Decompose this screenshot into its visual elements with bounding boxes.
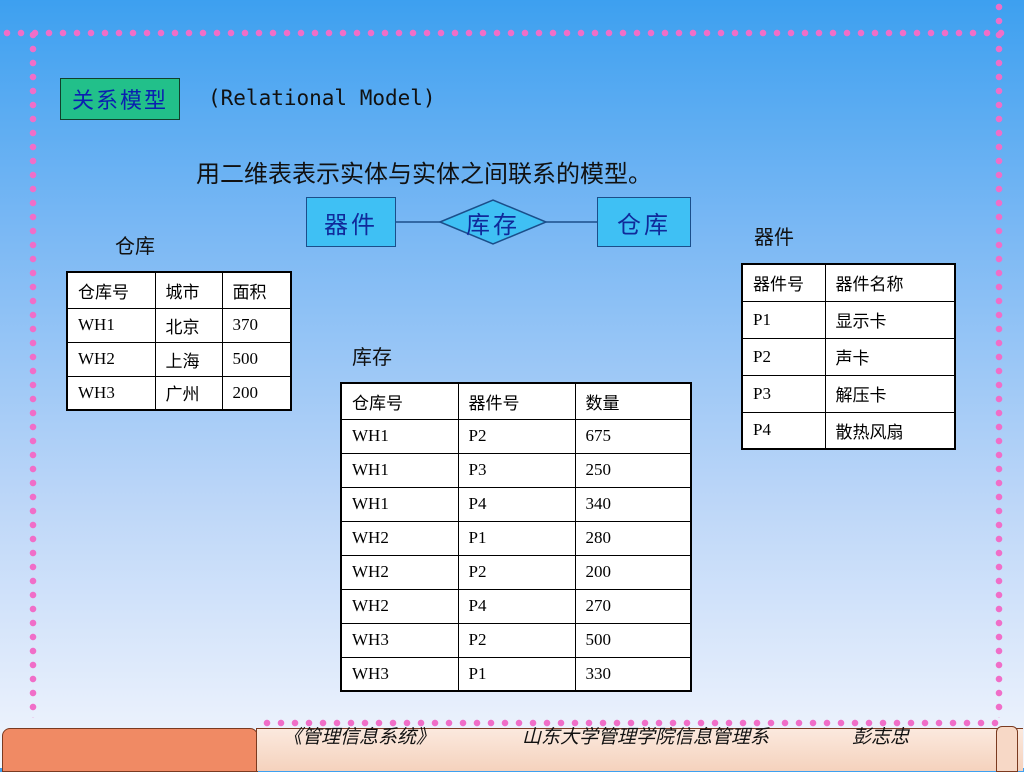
table-row: P4 散热风扇 bbox=[741, 411, 956, 450]
table-row: WH3 P2 500 bbox=[340, 622, 692, 658]
table-cell: P3 bbox=[457, 452, 576, 488]
warehouse-table: 仓库号 城市 面积 WH1 北京 370 WH2 上海 500 WH3 广州 2… bbox=[66, 271, 292, 411]
table-cell: WH1 bbox=[340, 486, 459, 522]
slide-title: 关系模型 bbox=[71, 89, 168, 114]
er-entity-warehouse: 仓库 bbox=[597, 197, 691, 247]
table-cell: P2 bbox=[741, 337, 826, 376]
table-header-cell: 仓库号 bbox=[66, 271, 156, 309]
table-row: P1 显示卡 bbox=[741, 300, 956, 339]
table-cell: WH1 bbox=[66, 307, 156, 343]
table-cell: P1 bbox=[457, 656, 576, 692]
table-row: WH2 上海 500 bbox=[66, 341, 292, 377]
table-row: WH1 P3 250 bbox=[340, 452, 692, 488]
top-dotted-border bbox=[0, 28, 1010, 38]
table-cell: 250 bbox=[574, 452, 692, 488]
er-relationship-label: 库存 bbox=[466, 211, 520, 239]
table-cell: 200 bbox=[574, 554, 692, 590]
table-header-cell: 数量 bbox=[574, 382, 692, 420]
left-dotted-border bbox=[28, 28, 38, 718]
table-header-row: 器件号 器件名称 bbox=[741, 263, 956, 302]
table-cell: 声卡 bbox=[824, 337, 956, 376]
footer-department: 山东大学管理学院信息管理系 bbox=[522, 726, 770, 748]
slide-title-box: 关系模型 bbox=[60, 78, 180, 120]
table-cell: P4 bbox=[457, 588, 576, 624]
table-cell: 解压卡 bbox=[824, 374, 956, 413]
er-relationship-diagram bbox=[395, 199, 599, 245]
table-cell: 500 bbox=[221, 341, 292, 377]
table-cell: P2 bbox=[457, 554, 576, 590]
table-cell: WH3 bbox=[340, 622, 459, 658]
table-row: P2 声卡 bbox=[741, 337, 956, 376]
table-row: WH2 P2 200 bbox=[340, 554, 692, 590]
table-header-cell: 城市 bbox=[154, 271, 223, 309]
table-row: WH3 广州 200 bbox=[66, 375, 292, 411]
er-entity-warehouse-label: 仓库 bbox=[617, 210, 671, 239]
table-header-row: 仓库号 城市 面积 bbox=[66, 271, 292, 309]
table-cell: 广州 bbox=[154, 375, 223, 411]
table-cell: P1 bbox=[457, 520, 576, 556]
footer-tab-left bbox=[2, 728, 258, 772]
table-header-cell: 面积 bbox=[221, 271, 292, 309]
table-cell: P2 bbox=[457, 622, 576, 658]
parts-table: 器件号 器件名称 P1 显示卡 P2 声卡 P3 解压卡 P4 散热风扇 bbox=[741, 263, 956, 450]
table-cell: 270 bbox=[574, 588, 692, 624]
warehouse-table-label: 仓库 bbox=[115, 234, 155, 258]
table-cell: P4 bbox=[457, 486, 576, 522]
inventory-table: 仓库号 器件号 数量 WH1 P2 675 WH1 P3 250 WH1 P4 … bbox=[340, 382, 692, 692]
table-cell: 280 bbox=[574, 520, 692, 556]
table-cell: 上海 bbox=[154, 341, 223, 377]
table-cell: P3 bbox=[741, 374, 826, 413]
table-cell: 北京 bbox=[154, 307, 223, 343]
table-row: WH1 P4 340 bbox=[340, 486, 692, 522]
inventory-table-label: 库存 bbox=[352, 345, 392, 369]
table-row: P3 解压卡 bbox=[741, 374, 956, 413]
table-cell: 675 bbox=[574, 418, 692, 454]
slide-subtitle: 用二维表表示实体与实体之间联系的模型。 bbox=[196, 160, 652, 188]
table-cell: 显示卡 bbox=[824, 300, 956, 339]
table-cell: 330 bbox=[574, 656, 692, 692]
table-cell: 200 bbox=[221, 375, 292, 411]
table-cell: P4 bbox=[741, 411, 826, 450]
table-cell: P1 bbox=[741, 300, 826, 339]
table-cell: P2 bbox=[457, 418, 576, 454]
table-cell: WH2 bbox=[340, 554, 459, 590]
table-cell: 370 bbox=[221, 307, 292, 343]
footer-tab-right bbox=[256, 728, 1023, 771]
table-cell: 500 bbox=[574, 622, 692, 658]
slide-title-english: (Relational Model) bbox=[208, 86, 436, 110]
table-cell: 散热风扇 bbox=[824, 411, 956, 450]
table-row: WH2 P1 280 bbox=[340, 520, 692, 556]
table-cell: WH2 bbox=[66, 341, 156, 377]
table-cell: WH2 bbox=[340, 588, 459, 624]
parts-table-label: 器件 bbox=[754, 225, 794, 249]
table-header-cell: 器件号 bbox=[457, 382, 576, 420]
table-cell: WH1 bbox=[340, 452, 459, 488]
table-header-cell: 器件号 bbox=[741, 263, 826, 302]
footer-author: 彭志忠 bbox=[852, 726, 910, 748]
table-cell: WH1 bbox=[340, 418, 459, 454]
right-dotted-border bbox=[994, 0, 1004, 718]
table-header-cell: 器件名称 bbox=[824, 263, 956, 302]
er-entity-parts-label: 器件 bbox=[324, 210, 378, 239]
table-row: WH2 P4 270 bbox=[340, 588, 692, 624]
table-cell: WH2 bbox=[340, 520, 459, 556]
table-header-row: 仓库号 器件号 数量 bbox=[340, 382, 692, 420]
footer-bar bbox=[0, 718, 1024, 772]
er-entity-parts: 器件 bbox=[306, 197, 396, 247]
footer-course-title: 《管理信息系统》 bbox=[283, 726, 436, 748]
table-cell: WH3 bbox=[340, 656, 459, 692]
table-cell: 340 bbox=[574, 486, 692, 522]
footer-tab-end bbox=[996, 726, 1018, 772]
table-header-cell: 仓库号 bbox=[340, 382, 459, 420]
bottom-dotted-border bbox=[260, 718, 1000, 728]
table-row: WH1 北京 370 bbox=[66, 307, 292, 343]
table-row: WH1 P2 675 bbox=[340, 418, 692, 454]
table-cell: WH3 bbox=[66, 375, 156, 411]
table-row: WH3 P1 330 bbox=[340, 656, 692, 692]
